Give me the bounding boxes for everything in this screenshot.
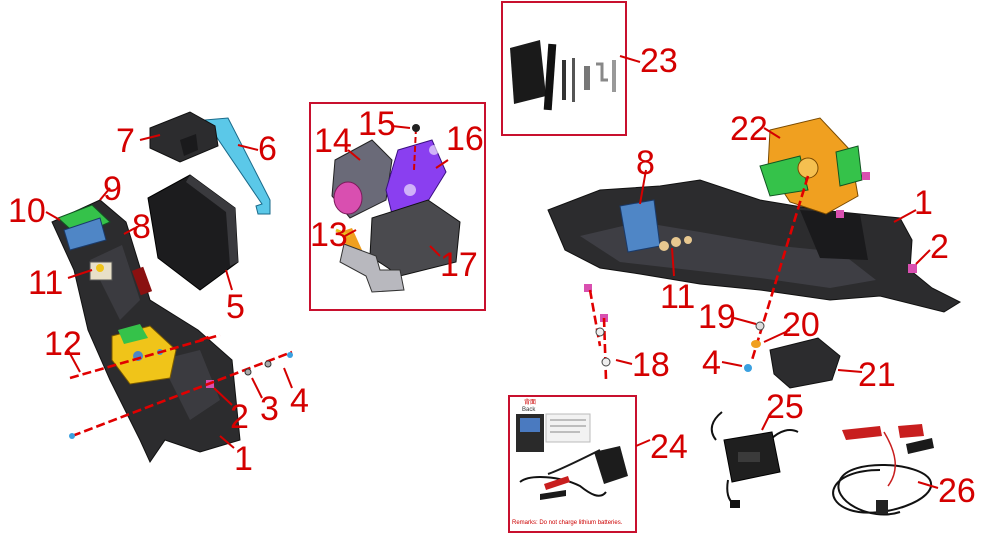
callout-4: 4: [290, 382, 309, 420]
callout-16: 16: [446, 120, 484, 158]
charger-adapter-part: [594, 446, 628, 484]
callout-6: 6: [258, 130, 277, 168]
callout-26: 26: [938, 472, 976, 510]
small-cover-part: [769, 337, 841, 389]
left-assembly: 7 6 9 10 8 11 5 12 2 3 4 1: [8, 111, 309, 478]
toolkit-frame: [501, 1, 627, 136]
center-detail-box: 15 14 16 13 17: [309, 102, 486, 311]
tool-pouch-part: [510, 40, 546, 104]
axle-line: [71, 350, 293, 438]
callout-14: 14: [314, 122, 352, 160]
charger-clip-black: [540, 490, 566, 500]
callout-5: 5: [226, 288, 245, 326]
callout-9: 9: [103, 170, 122, 208]
center-frame: [309, 102, 486, 311]
charger-clip-red: [544, 476, 570, 490]
power-brick-group: 25: [710, 388, 804, 508]
callout-2: 2: [230, 398, 249, 436]
charger-frame: [508, 395, 637, 533]
callout-22: 22: [730, 110, 768, 148]
tail-light-part: [131, 266, 153, 296]
wrench-part: [612, 60, 616, 92]
charger-side-label-en: Back: [522, 407, 536, 413]
charger-side-label-cn: 背面: [524, 398, 536, 406]
callout-3: 3: [260, 390, 279, 428]
callout-15: 15: [358, 105, 396, 143]
callout-17: 17: [440, 246, 478, 284]
callout-25: 25: [766, 388, 804, 426]
callout-11: 11: [660, 278, 695, 316]
battery-cover-part: [149, 111, 219, 163]
charger-card: 背面 Back Remarks: Do not charge lithium b…: [508, 395, 688, 533]
callout-8: 8: [132, 208, 151, 246]
callout-21: 21: [858, 356, 896, 394]
callout-4: 4: [702, 344, 721, 382]
callout-8: 8: [636, 144, 655, 182]
callout-1: 1: [914, 184, 933, 222]
alligator-clip-red: [842, 426, 882, 440]
strap-part: [204, 117, 271, 215]
callout-20: 20: [782, 306, 820, 344]
callout-2: 2: [930, 228, 949, 266]
callout-18: 18: [632, 346, 670, 384]
callout-10: 10: [8, 192, 46, 230]
wire-connector-part: [339, 243, 405, 293]
callout-24: 24: [650, 428, 688, 466]
charger-remark: Remarks: Do not charge lithium batteries…: [512, 520, 623, 526]
clip-cable-group: 26: [832, 424, 976, 516]
callout-13: 13: [310, 216, 348, 254]
battery-part: [147, 174, 239, 291]
callout-23: 23: [640, 42, 678, 80]
callout-7: 7: [116, 122, 135, 160]
callout-11: 11: [28, 264, 63, 302]
clip-cable-part: [832, 463, 933, 516]
callout-1: 1: [234, 440, 253, 478]
pink-pad-part: [908, 264, 917, 273]
alligator-clip-black: [906, 438, 934, 454]
callout-12: 12: [44, 325, 82, 363]
axle-line: [69, 333, 221, 380]
callout-19: 19: [698, 298, 736, 336]
right-assembly: 22 8 1 2 11 19 20 18 4 21: [547, 110, 962, 394]
toolkit-box: 23: [501, 1, 678, 136]
